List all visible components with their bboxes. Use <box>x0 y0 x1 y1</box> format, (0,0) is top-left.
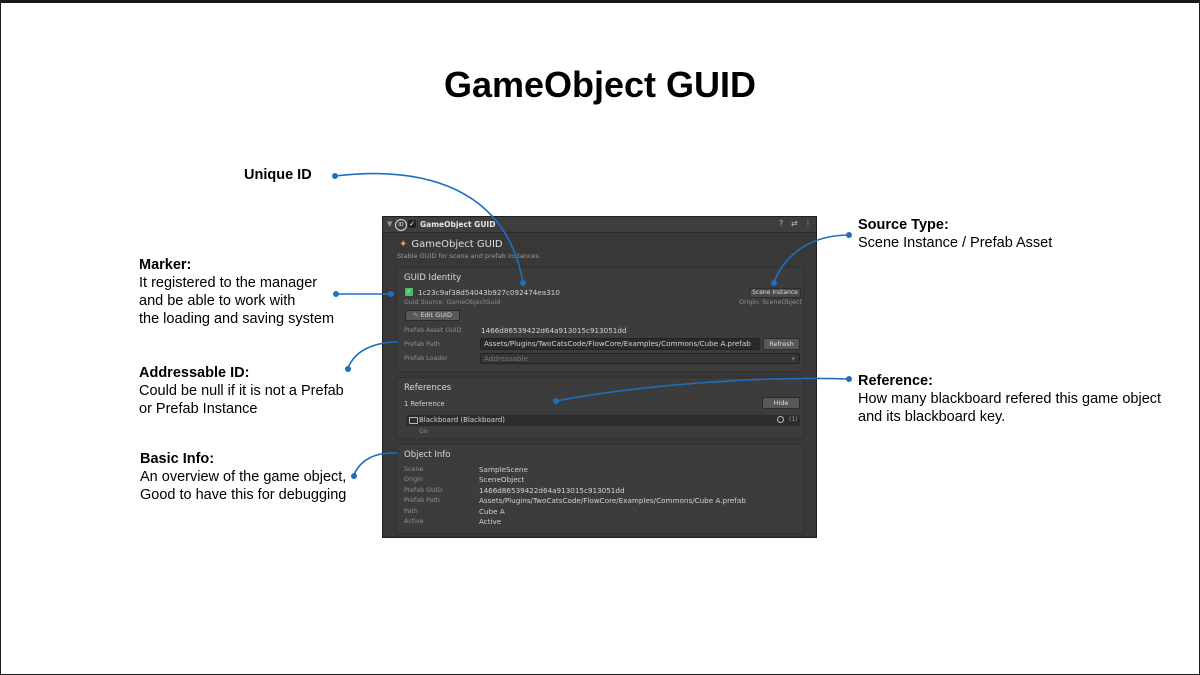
callout-basic-info-line: An overview of the game object, <box>140 469 347 485</box>
callout-marker: Marker: It registered to the manager and… <box>139 256 334 328</box>
edit-guid-button[interactable]: ✎ Edit GUID <box>405 310 460 321</box>
prefab-asset-guid-value: 1466d86539422d64a913015c913051dd <box>481 326 627 335</box>
prefab-loader-dropdown[interactable]: Addressable ▾ <box>480 353 800 364</box>
source-type-badge: Scene Instance <box>749 288 801 298</box>
prefab-loader-label: Prefab Loader <box>404 355 448 362</box>
callout-marker-line: It registered to the manager <box>139 275 318 291</box>
component-header[interactable]: ▼ ID ✓ GameObject GUID ? ⇄ ⋮ <box>383 217 816 233</box>
callout-source-type-line: Scene Instance / Prefab Asset <box>858 235 1053 251</box>
callout-addressable-head: Addressable ID: <box>139 365 250 381</box>
id-badge-icon: ID <box>395 219 407 231</box>
object-picker-icon[interactable] <box>777 416 784 423</box>
component-title-text: GameObject GUID <box>411 239 503 250</box>
component-header-name: GameObject GUID <box>420 220 496 229</box>
inspector-panel: ▼ ID ✓ GameObject GUID ? ⇄ ⋮ ✦GameObject… <box>382 216 817 538</box>
callout-addressable-line: or Prefab Instance <box>139 401 258 417</box>
callout-addressable-line: Could be null if it is not a Prefab <box>139 383 344 399</box>
prefab-asset-guid-label: Prefab Asset GUID <box>404 327 462 334</box>
dropdown-arrow-icon: ▾ <box>791 354 795 363</box>
object-info-section: Object Info Scene SampleScene Origin Sce… <box>396 444 804 534</box>
info-value-scene: SampleScene <box>479 465 528 474</box>
info-value-prefab-guid: 1466d86539422d64a913015c913051dd <box>479 486 625 495</box>
reference-item[interactable]: Blackboard (Blackboard) (1) <box>406 415 800 426</box>
callout-reference-line: How many blackboard refered this game ob… <box>858 391 1162 407</box>
info-label-path: Path <box>404 508 418 515</box>
reference-item-count: (1) <box>789 416 798 423</box>
info-label-active: Active <box>404 518 424 525</box>
callout-reference: Reference: How many blackboard refered t… <box>858 372 1161 426</box>
guid-source-text: Guid Source: GameObjectGuid <box>404 299 501 306</box>
callout-unique-id-head: Unique ID <box>244 167 312 183</box>
info-label-prefab-path: Prefab Path <box>404 497 440 504</box>
callout-reference-line: and its blackboard key. <box>858 409 1006 425</box>
prefab-path-label: Prefab Path <box>404 341 440 348</box>
more-menu-icon[interactable]: ⋮ <box>804 219 812 228</box>
callout-basic-info-line: Good to have this for debugging <box>140 487 347 503</box>
component-enabled-checkbox[interactable]: ✓ <box>408 220 416 228</box>
foldout-arrow-icon[interactable]: ▼ <box>387 220 393 228</box>
guid-value: 1c23c9af38d54043b927c092474ea310 <box>418 288 560 297</box>
component-subtitle: Stable GUID for scene and prefab instanc… <box>397 252 541 260</box>
pencil-icon: ✎ <box>413 311 419 319</box>
refresh-button[interactable]: Refresh <box>763 338 800 350</box>
callout-unique-id: Unique ID <box>244 166 312 184</box>
references-title: References <box>404 383 452 393</box>
callout-basic-info-head: Basic Info: <box>140 451 215 467</box>
info-label-origin: Origin <box>404 476 424 483</box>
callout-marker-line: and be able to work with <box>139 293 296 309</box>
callout-addressable: Addressable ID: Could be null if it is n… <box>139 364 344 418</box>
reference-item-name: Blackboard (Blackboard) <box>419 416 505 424</box>
preset-icon[interactable]: ⇄ <box>791 219 798 228</box>
references-section: References 1 Reference Hide Blackboard (… <box>396 377 804 439</box>
info-label-scene: Scene <box>404 466 424 473</box>
reference-item-key: Go <box>419 428 428 435</box>
callout-reference-head: Reference: <box>858 373 933 389</box>
prefab-path-field[interactable]: Assets/Plugins/TwoCatsCode/FlowCore/Exam… <box>480 338 760 350</box>
callout-basic-info: Basic Info: An overview of the game obje… <box>140 450 346 504</box>
hide-references-button[interactable]: Hide <box>762 397 800 409</box>
guid-identity-title: GUID Identity <box>404 273 462 283</box>
edit-guid-label: Edit GUID <box>420 311 452 319</box>
callout-marker-head: Marker: <box>139 257 192 273</box>
origin-text: Origin: SceneObject <box>739 299 802 306</box>
info-value-prefab-path: Assets/Plugins/TwoCatsCode/FlowCore/Exam… <box>479 496 746 505</box>
help-icon[interactable]: ? <box>779 219 784 228</box>
marker-checkbox[interactable]: ✓ <box>405 288 413 296</box>
callout-marker-line: the loading and saving system <box>139 311 335 327</box>
guid-identity-section: GUID Identity ✓ 1c23c9af38d54043b927c092… <box>396 267 804 372</box>
prefab-loader-value: Addressable <box>484 354 529 363</box>
info-label-prefab-guid: Prefab GUID <box>404 487 443 494</box>
blackboard-icon <box>409 417 418 424</box>
component-title: ✦GameObject GUID <box>399 239 503 250</box>
magic-wand-icon: ✦ <box>399 239 408 250</box>
info-value-active: Active <box>479 517 502 526</box>
info-value-path: Cube A <box>479 507 505 516</box>
page-title: GameObject GUID <box>443 64 757 105</box>
info-value-origin: SceneObject <box>479 475 525 484</box>
callout-source-type: Source Type: Scene Instance / Prefab Ass… <box>858 216 1052 252</box>
callout-source-type-head: Source Type: <box>858 217 949 233</box>
object-info-title: Object Info <box>404 450 451 460</box>
reference-count: 1 Reference <box>404 400 445 408</box>
